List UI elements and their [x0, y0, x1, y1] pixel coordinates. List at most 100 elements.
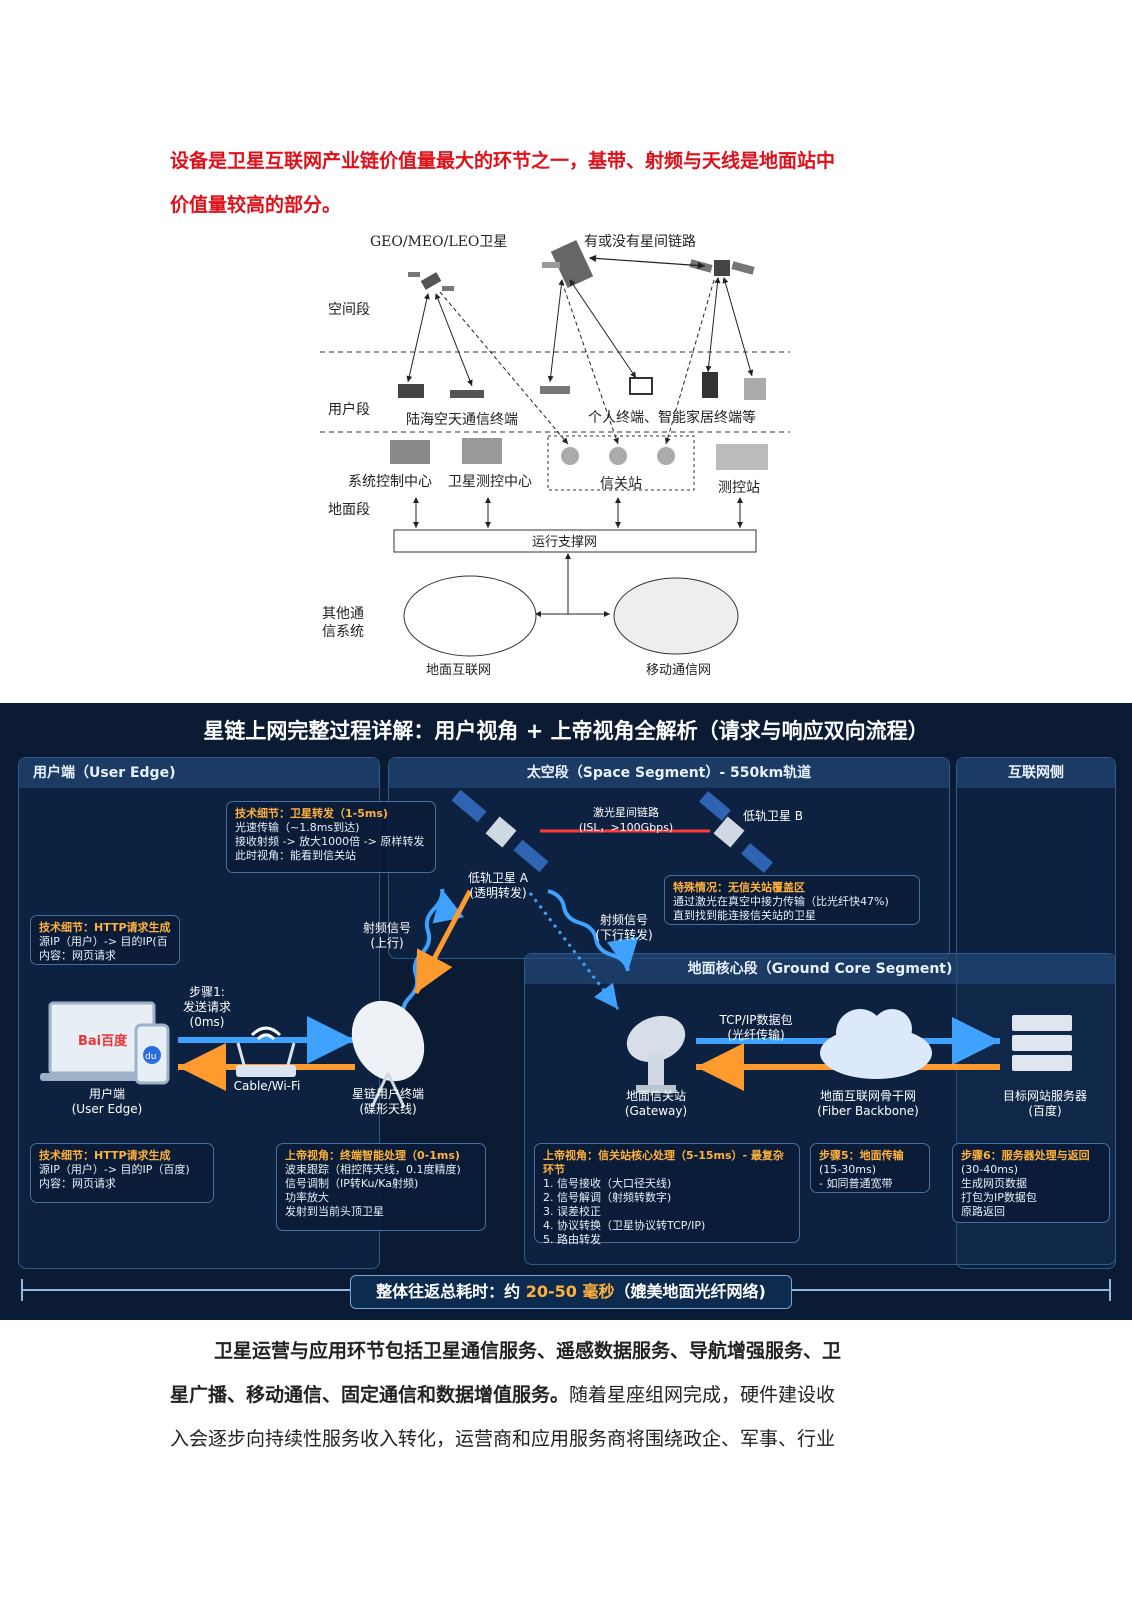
user-edge-label-1: 用户端	[88, 1087, 125, 1101]
satellite-b-label: 低轨卫星 B	[742, 809, 804, 823]
note-http-bottom: 技术细节：HTTP请求生成 源IP（用户）-> 目的IP（百度) 内容：网页请求	[30, 1143, 214, 1203]
satellite-a-icon	[451, 789, 549, 873]
router-icon	[236, 1042, 296, 1077]
step1-label: 步骤1: 发送请求 (0ms)	[172, 985, 242, 1030]
server-label-1: 目标网站服务器	[1002, 1089, 1087, 1103]
note-step5-title: 步骤5：地面传输	[819, 1149, 904, 1162]
gateway-dish-icon	[626, 1015, 686, 1093]
gateway-label-1: 地面信关站	[625, 1089, 686, 1103]
note-http-top-l2: 内容：网页请求	[39, 949, 116, 962]
rf-up-label-1: 射频信号	[362, 921, 411, 935]
gateway-label: 地面信关站 (Gateway)	[606, 1089, 706, 1119]
step1-l3: (0ms)	[189, 1015, 225, 1029]
satellite-a-label-1: 低轨卫星 A	[467, 871, 529, 885]
tracking-label: 测控站	[718, 480, 760, 496]
laser-label-2: (ISL，>100Gbps)	[578, 821, 674, 834]
rf-down-label-1: 射频信号	[599, 913, 648, 927]
other-systems-1: 其他通	[322, 606, 364, 622]
ship-icon	[450, 390, 484, 398]
note-gateway-l4: 4. 协议转换（卫星协议转TCP/IP)	[543, 1219, 706, 1232]
satellite-b-icon	[699, 790, 773, 874]
note-step6: 步骤6：服务器处理与返回 (30-40ms) 生成网页数据 打包为IP数据包 原…	[952, 1143, 1110, 1223]
user-edge-label: 用户端 (User Edge)	[52, 1087, 162, 1117]
dish-terminal-icon	[351, 1000, 425, 1108]
note-gateway-title: 上帝视角：信关站核心处理（5-15ms）- 最复杂环节	[543, 1149, 784, 1176]
note-satellite-relay-title: 技术细节：卫星转发（1-5ms)	[235, 807, 388, 820]
note-satellite-relay-l2: 接收射频 -> 放大1000倍 -> 原样转发	[235, 835, 425, 848]
outro-l1-bold: 卫星运营与应用环节包括卫星通信服务、遥感数据服务、导航增强服务、卫	[214, 1340, 842, 1362]
gateway-label: 信关站	[600, 476, 642, 492]
rf-up-label: 射频信号 (上行)	[352, 921, 422, 951]
note-http-bottom-l2: 内容：网页请求	[39, 1177, 116, 1190]
fiber-label: 地面互联网骨干网 (Fiber Backbone)	[802, 1089, 934, 1119]
tt-label: 卫星测控中心	[448, 474, 532, 490]
note-http-bottom-l1: 源IP（用户）-> 目的IP（百度)	[39, 1163, 190, 1176]
dish-terminal-label-1: 星链用户终端	[351, 1087, 424, 1101]
note-terminal-l1: 波束跟踪（相控阵天线，0.1度精度)	[285, 1163, 461, 1176]
outro-line-2: 星广播、移动通信、固定通信和数据增值服务。随着星座组网完成，硬件建设收	[170, 1380, 835, 1407]
plane-icon	[540, 386, 570, 394]
satellite-icon-3	[689, 259, 755, 276]
router-label: Cable/Wi-Fi	[233, 1079, 301, 1093]
outro-l2-plain: 随着星座组网完成，硬件建设收	[569, 1384, 836, 1406]
server-label: 目标网站服务器 (百度)	[980, 1089, 1110, 1119]
fiber-label-2: (Fiber Backbone)	[817, 1104, 919, 1118]
zone-space: 太空段（Space Segment）- 550km轨道	[388, 757, 950, 959]
gateway-label-2: (Gateway)	[624, 1104, 688, 1118]
note-terminal-l4: 发射到当前头顶卫星	[285, 1205, 384, 1218]
dish-icon-3	[657, 447, 675, 465]
mobile-label: 移动通信网	[646, 663, 711, 678]
dish-terminal-label: 星链用户终端 (碟形天线)	[330, 1087, 446, 1117]
note-step5: 步骤5：地面传输 (15-30ms) - 如同普通宽带	[810, 1143, 930, 1193]
space-segment: 空间段	[328, 302, 370, 318]
note-http-top: 技术细节：HTTP请求生成 源IP（用户）-> 目的IP(百 内容：网页请求	[30, 915, 180, 965]
rf-downlink-arrow	[413, 889, 473, 995]
satellite-icon-2	[542, 239, 594, 289]
other-systems-2: 信系统	[322, 624, 364, 640]
support-network-label: 运行支撑网	[532, 535, 597, 550]
note-satellite-relay-l3: 此时视角：能看到信关站	[235, 849, 356, 862]
zone-internet-title: 互联网侧	[957, 758, 1115, 788]
internet-cloud-icon	[403, 575, 537, 657]
rf-down-label-2: (下行转发)	[595, 928, 653, 942]
tcp-label-1: TCP/IP数据包	[719, 1013, 793, 1027]
note-gateway-l3: 3. 误差校正	[543, 1205, 601, 1218]
intro-line-1: 设备是卫星互联网产业链价值量最大的环节之一，基带、射频与天线是地面站中	[170, 150, 836, 172]
server-icon	[1012, 1015, 1072, 1071]
fiber-label-1: 地面互联网骨干网	[819, 1089, 916, 1103]
tt-center-icon	[462, 438, 502, 464]
note-step6-l1: (30-40ms)	[961, 1163, 1018, 1176]
rf-up-label-2: (上行)	[370, 936, 404, 950]
control-center-icon	[390, 440, 430, 464]
gateway-box	[547, 435, 695, 491]
terminals-label-2: 个人终端、智能家居终端等	[588, 409, 756, 426]
note-terminal: 上帝视角：终端智能处理（0-1ms) 波束跟踪（相控阵天线，0.1度精度) 信号…	[276, 1143, 486, 1231]
outro-l2-bold: 星广播、移动通信、固定通信和数据增值服务。	[170, 1384, 570, 1406]
note-step6-l3: 打包为IP数据包	[961, 1191, 1037, 1204]
laser-label: 激光星间链路 (ISL，>100Gbps)	[556, 805, 696, 835]
laptop-icon	[629, 377, 653, 395]
note-http-bottom-title: 技术细节：HTTP请求生成	[39, 1149, 171, 1162]
note-gateway: 上帝视角：信关站核心处理（5-15ms）- 最复杂环节 1. 信号接收（大口径天…	[534, 1143, 800, 1246]
phone-logo: du	[145, 1052, 156, 1062]
mobile-cloud-icon	[613, 577, 739, 655]
truck-icon	[398, 384, 424, 398]
laser-label-1: 激光星间链路	[593, 806, 659, 819]
dish-terminal-label-2: (碟形天线)	[359, 1102, 417, 1116]
phone-icon	[702, 372, 718, 398]
rf-down-wave	[547, 889, 639, 972]
note-gateway-l2: 2. 信号解调（射频转数字)	[543, 1191, 672, 1204]
starlink-process-panel: 星链上网完整过程详解：用户视角 + 上帝视角全解析（请求与响应双向流程） 用户端…	[0, 703, 1132, 1320]
home-icon	[744, 378, 766, 400]
total-time-prefix: 整体往返总耗时：约	[376, 1282, 526, 1301]
wifi-icon	[250, 1026, 282, 1041]
tcp-label-2: (光纤传输)	[727, 1028, 785, 1042]
step1-l2: 发送请求	[182, 1000, 231, 1014]
outro-line-3: 入会逐步向持续性服务收入转化，运营商和应用服务商将围绕政企、军事、行业	[170, 1428, 836, 1450]
internet-label: 地面互联网	[426, 663, 491, 678]
total-time-value: 20-50 毫秒	[525, 1282, 615, 1301]
control-label: 系统控制中心	[348, 474, 432, 490]
satellite-a-label-2: (透明转发)	[469, 886, 527, 900]
note-step6-title: 步骤6：服务器处理与返回	[961, 1149, 1090, 1162]
satellite-icon-1	[408, 272, 454, 291]
